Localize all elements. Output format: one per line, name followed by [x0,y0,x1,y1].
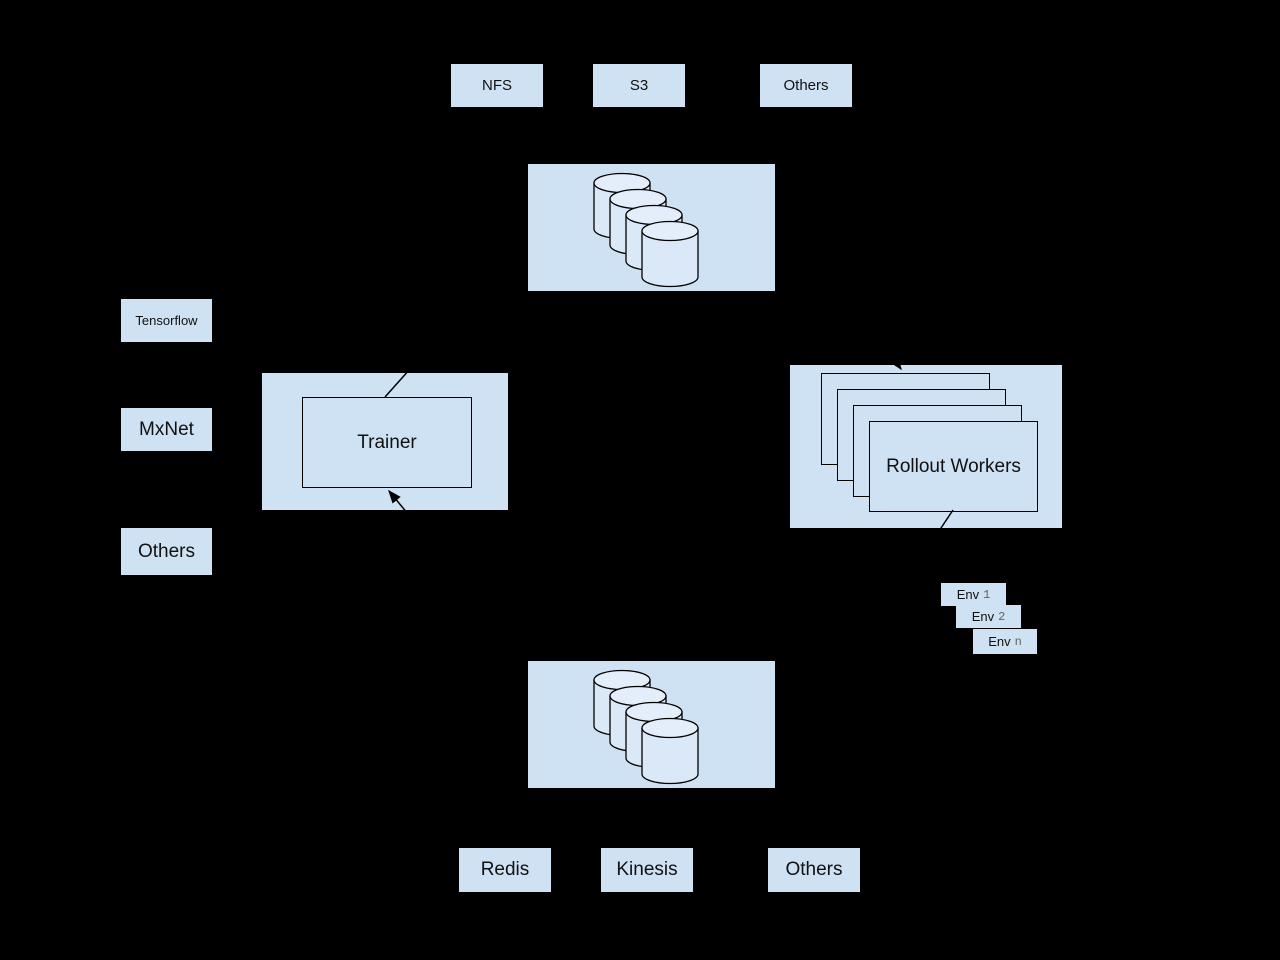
env-n-label: Env [988,634,1011,649]
node-redis: Redis [459,848,551,892]
node-nfs: NFS [451,64,543,107]
node-kinesis-label: Kinesis [616,859,678,880]
node-s3-label: S3 [629,77,649,94]
node-tensorflow-label: Tensorflow [135,313,198,328]
rollout-workers-label: Rollout Workers [886,455,1021,477]
node-others-left: Others [121,528,212,575]
trainer-node: Trainer [302,397,472,488]
node-others-bottom: Others [768,848,860,892]
node-redis-label: Redis [480,859,530,880]
database-cluster-icon [593,172,699,288]
node-mxnet: MxNet [121,408,212,451]
node-s3: S3 [593,64,685,107]
memory-backend-node [528,661,775,788]
env-2-label: Env [971,609,995,624]
node-tensorflow: Tensorflow [121,299,212,342]
env-1-label: Env [956,587,980,602]
central-storage-node [528,164,775,291]
node-others-bottom-label: Others [785,859,843,880]
env-1-index: 1 [983,587,991,602]
node-others-left-label: Others [137,540,196,562]
database-cluster-icon [593,669,699,785]
node-mxnet-label: MxNet [139,418,194,440]
storage-to-rollout-arrow [875,333,902,371]
trainer-label: Trainer [357,431,417,453]
env-n-index: n [1014,634,1022,649]
node-nfs-label: NFS [482,77,512,94]
node-others-top: Others [760,64,852,107]
env-2-index: 2 [998,609,1006,624]
rollout-workers-node: Rollout Workers [869,421,1038,512]
node-kinesis: Kinesis [601,848,693,892]
node-others-top-label: Others [783,77,829,94]
